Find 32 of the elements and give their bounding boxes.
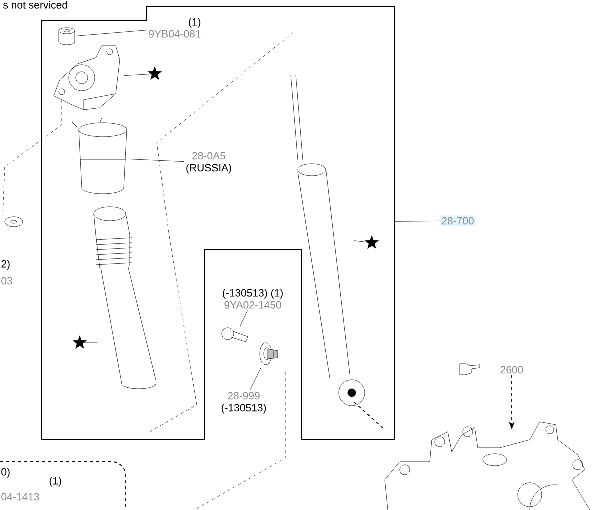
part-number-label: (-130513) (1) 9YA02-1450 — [223, 289, 283, 309]
star-mark — [148, 66, 162, 80]
shock-absorber-drawing — [290, 74, 366, 406]
star-mark — [364, 236, 380, 250]
callout-number: (1) — [50, 477, 62, 487]
dust-boot-drawing — [94, 206, 156, 390]
leader-line — [395, 220, 440, 222]
callout-number: 0) — [2, 468, 10, 478]
leader-line — [131, 159, 184, 162]
leader-line — [77, 30, 148, 36]
leader-line — [124, 74, 151, 76]
part-number-label: 28-700 — [440, 216, 476, 226]
note-text: s not serviced — [4, 1, 68, 9]
leader-line — [240, 310, 248, 327]
part-number-label: 28-999 (-130513) — [222, 392, 266, 414]
part-number-label: 28-0A5 (RUSSIA) — [186, 152, 232, 174]
leader-line — [354, 240, 367, 243]
bump-stop-drawing — [72, 118, 134, 194]
leader-line — [250, 367, 262, 391]
washer-drawing — [260, 342, 278, 366]
dashed-line — [354, 402, 386, 430]
star-mark — [72, 336, 88, 350]
part-number-label: 04-1413 — [2, 493, 40, 501]
leader-line — [84, 342, 98, 344]
bolt-drawing — [222, 328, 248, 342]
part-number-label: 03 — [2, 277, 12, 285]
knuckle-drawing — [384, 422, 590, 510]
callout-number: 2) — [2, 260, 10, 270]
reference-label: 2600 — [500, 366, 524, 374]
part-number-label: (1) 9YB04-081 — [149, 18, 201, 38]
mount-drawing — [54, 46, 120, 110]
nut-drawing — [58, 28, 76, 46]
